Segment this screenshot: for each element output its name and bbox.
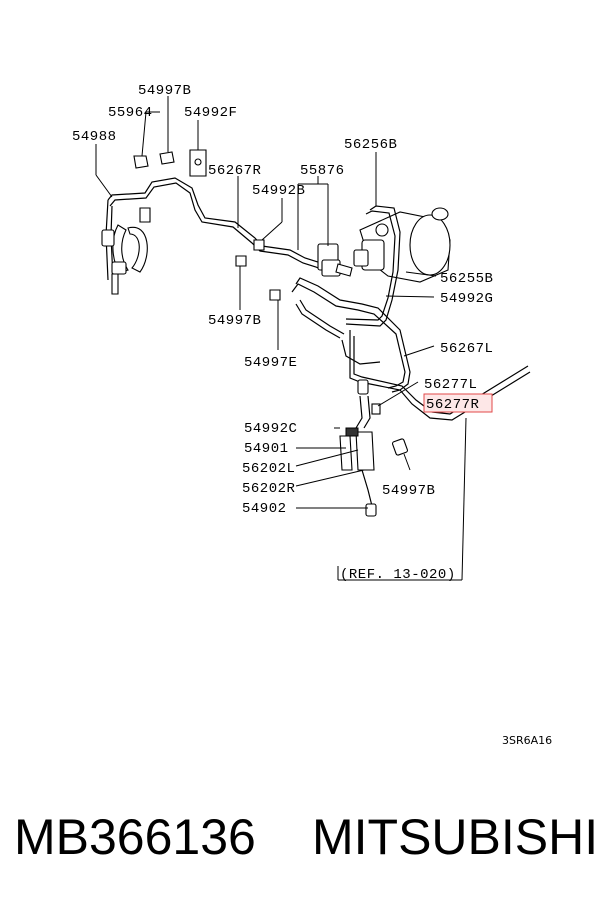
brand-name: MITSUBISHI	[312, 809, 599, 865]
label-54997e: 54997E	[244, 355, 297, 371]
label-54997b-top: 54997B	[138, 83, 191, 99]
label-56267l: 56267L	[440, 341, 493, 357]
label-54997b-mid: 54997B	[208, 313, 261, 329]
footer: MB366136 MITSUBISHI	[0, 800, 600, 880]
label-55964: 55964	[108, 105, 153, 121]
diagram-code: 3SR6A16	[502, 734, 552, 747]
label-56202l: 56202L	[242, 461, 295, 477]
label-54902: 54902	[242, 501, 287, 517]
label-54901: 54901	[244, 441, 289, 457]
label-54992c: 54992C	[244, 421, 297, 437]
top-left-fasteners	[133, 149, 207, 177]
label-56267r: 56267R	[208, 163, 262, 179]
lower-brake-hose	[339, 379, 409, 517]
label-56277l: 56277L	[424, 377, 477, 393]
label-55876: 55876	[300, 163, 345, 179]
highlight-56277r	[423, 393, 493, 413]
right-brake-pipes	[291, 205, 531, 421]
proportioning-valve	[317, 243, 353, 277]
label-56256b: 56256B	[344, 137, 397, 153]
label-56277r: 56277R	[426, 397, 480, 413]
label-54992f: 54992F	[184, 105, 237, 121]
reference-label: (REF. 13-020)	[340, 567, 456, 583]
part-number: MB366136	[14, 809, 256, 865]
mid-bolts	[235, 239, 281, 301]
label-54988: 54988	[72, 129, 117, 145]
leader-lines	[95, 96, 467, 581]
label-54992b: 54992B	[252, 183, 305, 199]
label-54997b-low: 54997B	[382, 483, 435, 499]
left-brake-hose	[101, 207, 151, 295]
master-cylinder-booster	[353, 207, 451, 283]
label-54992g: 54992G	[440, 291, 493, 307]
label-56202r: 56202R	[242, 481, 296, 497]
label-56255b: 56255B	[440, 271, 493, 287]
part-labels: 54997B 55964 54992F 54988 56256B 56267R …	[72, 83, 552, 747]
